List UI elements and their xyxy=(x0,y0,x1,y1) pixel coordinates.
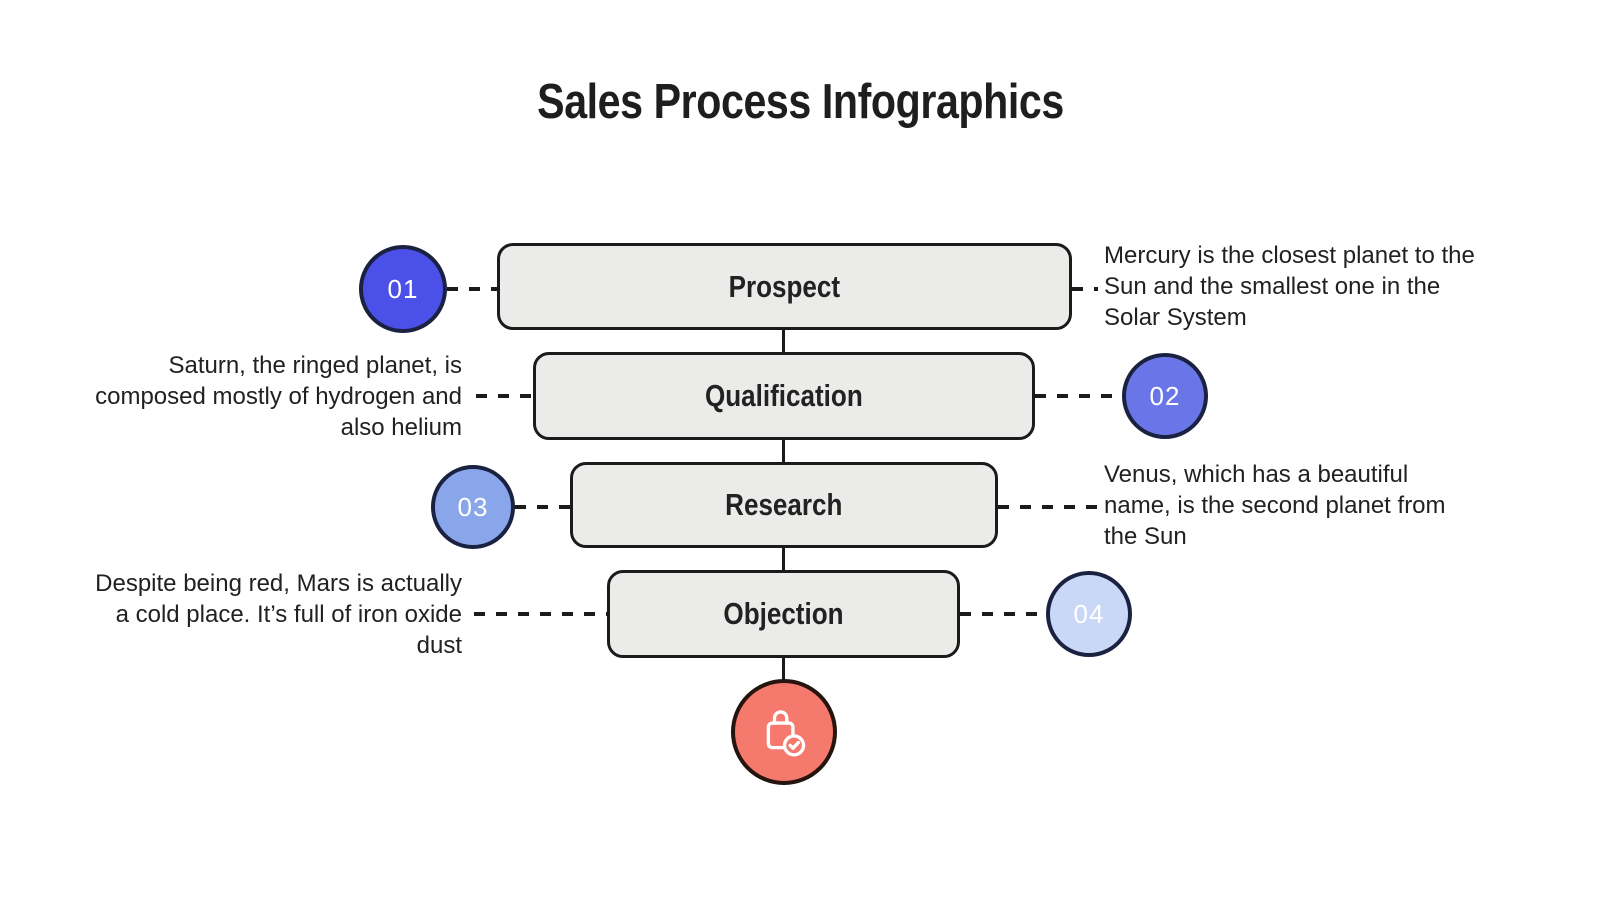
final-step-circle xyxy=(731,679,837,785)
step-description-objection: Despite being red, Mars is actually a co… xyxy=(95,569,462,659)
dashed-line-04-right xyxy=(960,612,1046,616)
step-label-objection: Objection xyxy=(723,596,844,631)
connector-objection-final xyxy=(782,658,785,682)
step-description-prospect: Mercury is the closest planet to the Sun… xyxy=(1104,242,1475,331)
step-circle-04: 04 xyxy=(1046,571,1132,657)
dashed-line-03-left xyxy=(515,505,570,509)
connector-research-objection xyxy=(782,548,785,571)
connector-prospect-qualification xyxy=(782,330,785,353)
step-number-02: 02 xyxy=(1149,380,1181,411)
dashed-line-02-left xyxy=(476,394,533,398)
step-label-qualification: Qualification xyxy=(705,378,863,413)
step-box-prospect: Prospect xyxy=(497,243,1072,330)
page-title: Sales Process Infographics xyxy=(536,75,1064,129)
dashed-line-01-right xyxy=(1072,287,1098,291)
step-description-qualification: Saturn, the ringed planet, is composed m… xyxy=(95,351,462,441)
step-box-objection: Objection xyxy=(607,570,960,658)
dashed-line-02-right xyxy=(1035,394,1122,398)
step-label-research: Research xyxy=(725,487,843,522)
step-circle-01: 01 xyxy=(359,245,447,333)
step-description-research: Venus, which has a beautiful name, is th… xyxy=(1104,460,1446,550)
dashed-line-01-left xyxy=(447,287,497,291)
connector-qualification-research xyxy=(782,440,785,463)
step-label-prospect: Prospect xyxy=(728,268,841,304)
dashed-line-03-right xyxy=(998,505,1098,509)
step-number-03: 03 xyxy=(457,491,489,522)
dashed-line-04-left xyxy=(474,612,607,616)
step-number-01: 01 xyxy=(387,273,419,304)
step-circle-03: 03 xyxy=(431,465,515,549)
shopping-bag-check-icon xyxy=(755,703,813,761)
step-circle-02: 02 xyxy=(1122,353,1208,439)
step-box-research: Research xyxy=(570,462,998,548)
page-title-wrap: Sales Process Infographics xyxy=(0,74,1600,130)
step-box-qualification: Qualification xyxy=(533,352,1035,440)
step-number-04: 04 xyxy=(1073,598,1105,629)
